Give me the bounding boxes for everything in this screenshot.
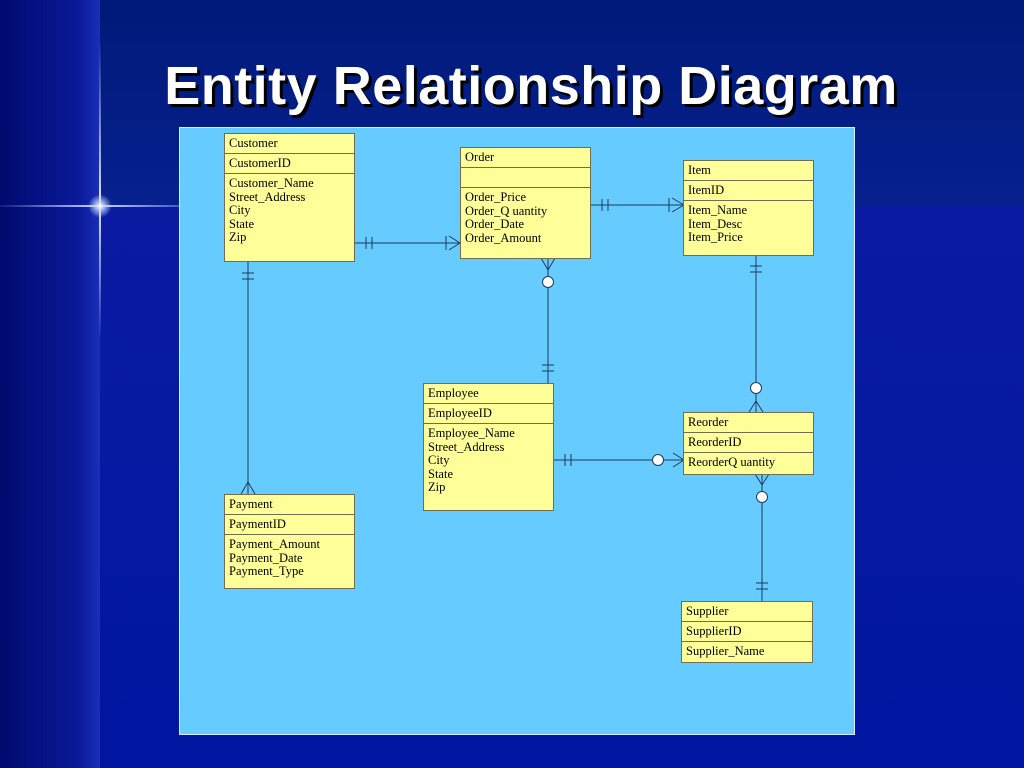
rel-employee-order xyxy=(540,257,556,383)
entity-attribute: Payment_Amount xyxy=(229,537,320,551)
entity-attribute: Order_Date xyxy=(465,217,524,231)
entity-attributes: Order_Price Order_Q uantity Order_Date O… xyxy=(461,188,590,248)
zero-optionality-circle xyxy=(750,382,762,394)
entity-primary-key: SupplierID xyxy=(682,622,812,642)
entity-attribute: Street_Address xyxy=(428,439,505,454)
rel-customer-payment xyxy=(240,262,256,495)
entity-attribute: Supplier_Name xyxy=(686,644,765,658)
rel-order-item xyxy=(590,197,685,213)
entity-name: Order xyxy=(461,148,590,168)
rel-item-reorder xyxy=(748,255,764,413)
entity-attribute: Order_Price xyxy=(465,190,527,204)
entity-name: Supplier xyxy=(682,602,812,622)
entity-employee[interactable]: Employee EmployeeID Employee_Name Street… xyxy=(423,383,554,511)
entity-name: Reorder xyxy=(684,413,813,433)
rel-employee-reorder xyxy=(553,452,685,468)
entity-attribute: City xyxy=(428,453,450,467)
entity-item[interactable]: Item ItemID Item_Name Item_Desc Item_Pri… xyxy=(683,160,814,256)
entity-primary-key: ReorderID xyxy=(684,433,813,453)
entity-order[interactable]: Order Order_Price Order_Q uantity Order_… xyxy=(460,147,591,259)
zero-optionality-circle xyxy=(756,491,768,503)
entity-attribute: Customer_Name xyxy=(229,176,314,190)
entity-attribute: Payment_Type xyxy=(229,564,304,578)
entity-supplier[interactable]: Supplier SupplierID Supplier_Name xyxy=(681,601,813,663)
entity-attribute: ReorderQ uantity xyxy=(688,455,776,469)
entity-attributes: Payment_Amount Payment_Date Payment_Type xyxy=(225,535,354,582)
entity-primary-key: PaymentID xyxy=(225,515,354,535)
entity-attribute: Item_Name xyxy=(688,203,748,217)
entity-attribute: Employee_Name xyxy=(428,426,515,440)
entity-primary-key: CustomerID xyxy=(225,154,354,174)
entity-primary-key: EmployeeID xyxy=(424,404,553,424)
entity-attribute: City xyxy=(229,203,251,217)
entity-customer[interactable]: Customer CustomerID Customer_Name Street… xyxy=(224,133,355,262)
zero-optionality-circle xyxy=(652,454,664,466)
entity-attributes: Item_Name Item_Desc Item_Price xyxy=(684,201,813,248)
entity-attribute: Zip xyxy=(229,230,247,244)
slide-background-left xyxy=(0,0,100,768)
entity-payment[interactable]: Payment PaymentID Payment_Amount Payment… xyxy=(224,494,355,589)
entity-attribute: Order_Q uantity xyxy=(465,203,548,218)
entity-attribute: Street_Address xyxy=(229,189,306,204)
decorative-star-flare xyxy=(88,194,112,218)
entity-attributes: Supplier_Name xyxy=(682,642,812,662)
entity-name: Item xyxy=(684,161,813,181)
entity-name: Payment xyxy=(225,495,354,515)
rel-customer-order xyxy=(354,235,461,251)
entity-attribute: State xyxy=(428,466,453,481)
entity-attribute: State xyxy=(229,216,254,231)
entity-name: Employee xyxy=(424,384,553,404)
entity-attributes: ReorderQ uantity xyxy=(684,453,813,473)
entity-attribute: Order_Amount xyxy=(465,230,542,245)
entity-primary-key: ItemID xyxy=(684,181,813,201)
slide-title: Entity Relationship Diagram xyxy=(164,56,898,116)
entity-attribute: Item_Price xyxy=(688,230,743,244)
entity-attribute: Item_Desc xyxy=(688,216,743,231)
rel-supplier-reorder xyxy=(754,473,770,601)
entity-attribute: Zip xyxy=(428,480,446,494)
entity-attribute: Payment_Date xyxy=(229,550,303,565)
entity-name: Customer xyxy=(225,134,354,154)
decorative-glow-line-vertical xyxy=(99,40,101,340)
entity-attributes: Customer_Name Street_Address City State … xyxy=(225,174,354,248)
entity-reorder[interactable]: Reorder ReorderID ReorderQ uantity xyxy=(683,412,814,475)
entity-attributes: Employee_Name Street_Address City State … xyxy=(424,424,553,498)
zero-optionality-circle xyxy=(542,276,554,288)
entity-primary-key xyxy=(461,168,590,188)
